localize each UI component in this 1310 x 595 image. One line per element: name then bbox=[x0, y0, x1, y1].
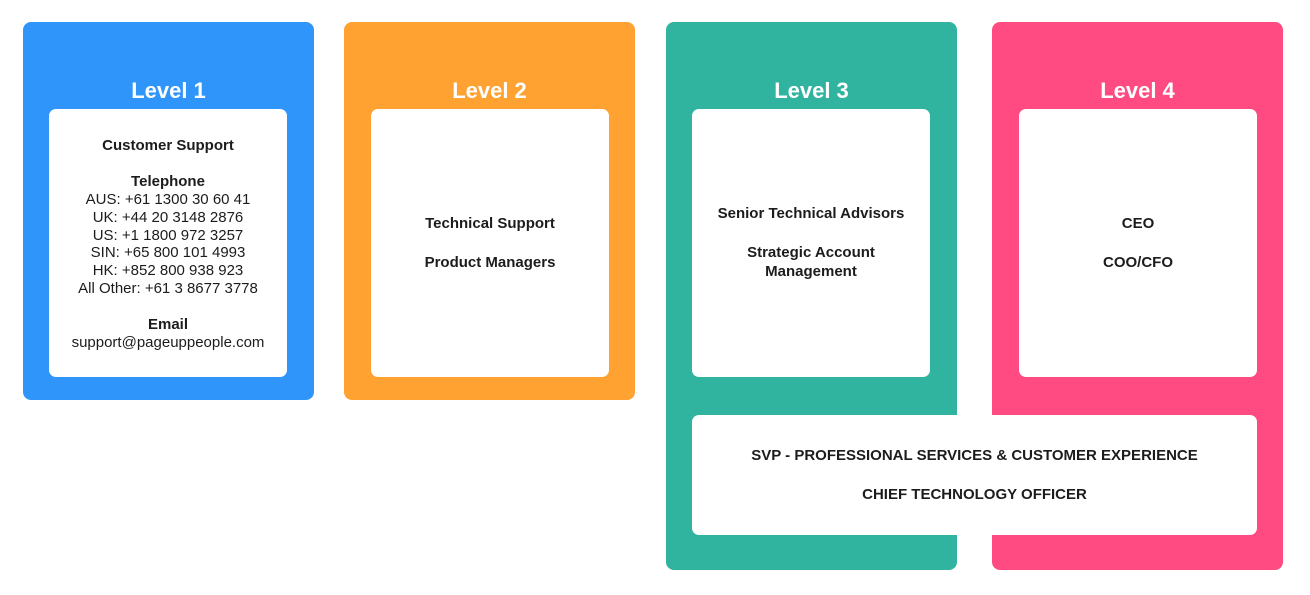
phone-us: US: +1 1800 972 3257 bbox=[92, 226, 244, 244]
phone-aus: AUS: +61 1300 30 60 41 bbox=[85, 191, 251, 208]
level-3-title: Level 3 bbox=[774, 78, 849, 103]
phone-hk: HK: +852 800 938 923 bbox=[92, 262, 244, 280]
telephone-label: Telephone bbox=[131, 173, 205, 190]
shared-executive-card: SVP - PROFESSIONAL SERVICES & CUSTOMER E… bbox=[692, 415, 1257, 535]
phone-uk: UK: +44 20 3148 2876 bbox=[92, 208, 244, 226]
svp-item: SVP - PROFESSIONAL SERVICES & CUSTOMER E… bbox=[751, 447, 1198, 464]
phone-sin: SIN: +65 800 101 4993 bbox=[90, 244, 246, 262]
level-2-title: Level 2 bbox=[452, 78, 527, 103]
product-managers-item: Product Managers bbox=[424, 254, 556, 271]
level-4-card: CEO COO/CFO bbox=[1019, 109, 1257, 377]
coo-cfo-item: COO/CFO bbox=[1103, 254, 1173, 271]
strategic-account-item-line1: Strategic Account bbox=[747, 244, 875, 261]
support-email: support@pageuppeople.com bbox=[71, 333, 265, 351]
cto-item: CHIEF TECHNOLOGY OFFICER bbox=[862, 486, 1087, 503]
level-1-title: Level 1 bbox=[131, 78, 206, 103]
level-2-card: Technical Support Product Managers bbox=[371, 109, 609, 377]
senior-technical-advisors-item: Senior Technical Advisors bbox=[717, 205, 905, 222]
level-1-card: Customer Support Telephone AUS: +61 1300… bbox=[49, 109, 287, 377]
customer-support-heading: Customer Support bbox=[102, 137, 234, 154]
phone-other: All Other: +61 3 8677 3778 bbox=[78, 279, 258, 297]
email-label: Email bbox=[147, 315, 189, 333]
technical-support-item: Technical Support bbox=[425, 215, 555, 232]
ceo-item: CEO bbox=[1121, 215, 1155, 232]
level-3-card: Senior Technical Advisors Strategic Acco… bbox=[692, 109, 930, 377]
strategic-account-item-line2: Management bbox=[765, 263, 857, 280]
level-4-title: Level 4 bbox=[1100, 78, 1175, 103]
